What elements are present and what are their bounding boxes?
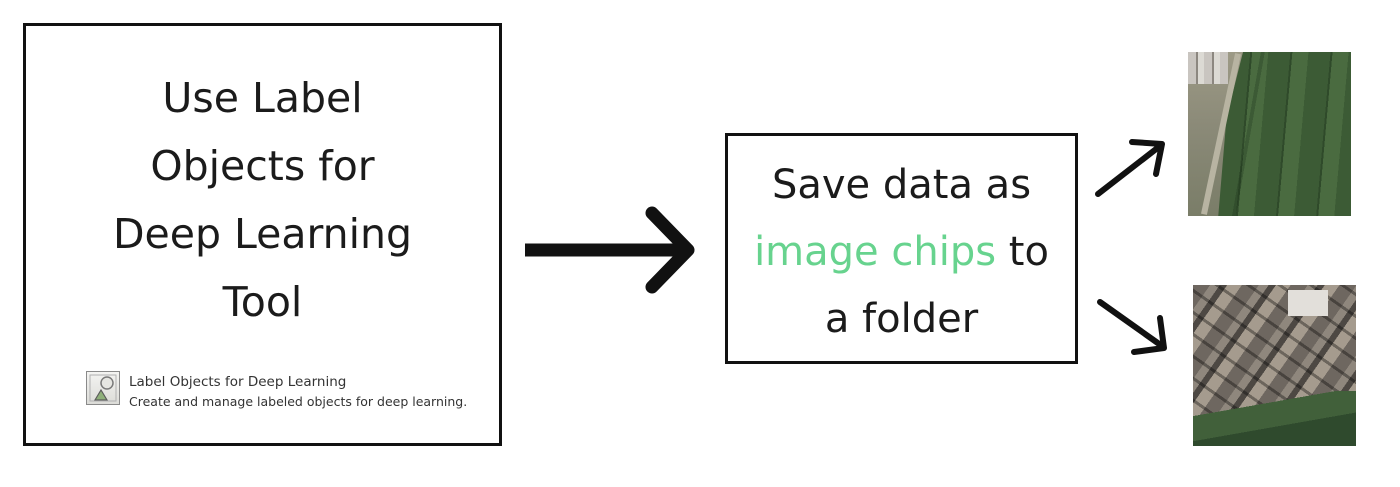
save-text-line: a folder [824, 296, 979, 342]
image-chips-highlight: image chips [754, 229, 997, 275]
chip-vegetation [1193, 391, 1356, 446]
save-text-rest: to [996, 229, 1049, 275]
tool-entry[interactable]: Label Objects for Deep Learning Create a… [86, 371, 476, 421]
tool-title-line: Tool [222, 278, 303, 326]
image-chip-rooftops [1193, 285, 1356, 446]
tool-name: Label Objects for Deep Learning [129, 374, 347, 390]
tool-title-line: Objects for [150, 142, 375, 190]
tool-title-line: Deep Learning [112, 210, 413, 258]
tool-title: Use Label Objects for Deep Learning Tool [26, 64, 499, 336]
tool-description: Create and manage labeled objects for de… [129, 394, 468, 409]
tool-title-line: Use Label [162, 74, 363, 122]
label-objects-tool-icon [86, 371, 120, 405]
save-text-line: image chips to [728, 219, 1075, 286]
tool-box: Use Label Objects for Deep Learning Tool… [23, 23, 502, 446]
chip-rooftops [1188, 52, 1228, 84]
save-box-text: Save data as image chips to a folder [728, 152, 1075, 353]
image-chip-farmland [1188, 52, 1351, 216]
up-right-arrow [1095, 139, 1165, 197]
save-text-line: Save data as [771, 162, 1032, 208]
chip-light-roof [1288, 290, 1328, 316]
right-arrow [525, 206, 695, 294]
save-box: Save data as image chips to a folder [725, 133, 1078, 364]
down-right-arrow [1097, 299, 1167, 355]
